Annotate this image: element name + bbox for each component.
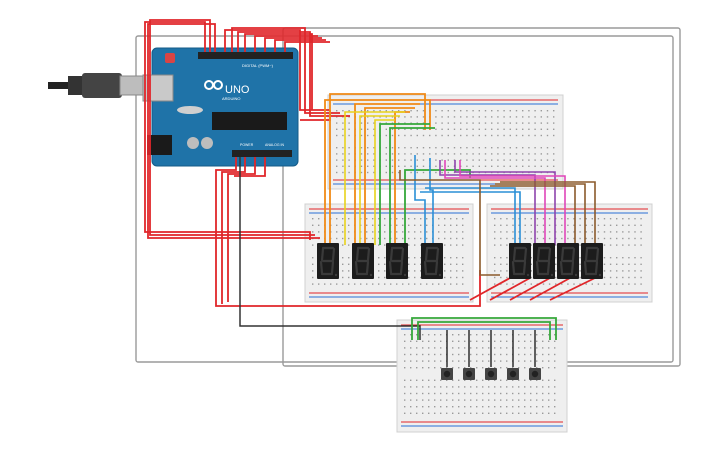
seven-segment-digit-left-4 — [421, 243, 443, 279]
seven-segment-digit-left-2 — [352, 243, 374, 279]
analog-header — [232, 150, 292, 157]
seven-segment-digit-right-3 — [557, 243, 579, 279]
digital-header-label: DIGITAL (PWM~) — [242, 63, 274, 68]
reset-button — [165, 53, 175, 63]
purple-pink-wires — [439, 160, 566, 245]
seven-segment-digit-right-1 — [509, 243, 531, 279]
infinity-logo-icon — [204, 80, 223, 90]
digital-header — [198, 52, 293, 59]
push-button-5[interactable] — [529, 330, 541, 380]
green-wires — [379, 123, 557, 340]
push-button-group — [441, 330, 541, 380]
black-ground-wire — [239, 157, 421, 340]
uno-logo-text: UNO — [225, 84, 250, 96]
arduino-uno-board[interactable]: UNO ARDUINO DIGITAL (PWM~) POWER ANALOG … — [142, 47, 299, 167]
arduino-brand-text: ARDUINO — [222, 96, 240, 101]
seven-segment-digit-right-4 — [581, 243, 603, 279]
seven-segment-group-right — [509, 243, 603, 279]
seven-segment-group-left — [317, 243, 443, 279]
breadboard-bottom — [396, 319, 568, 433]
atmega-chip — [212, 112, 287, 130]
usb-cable — [48, 73, 155, 98]
push-button-1[interactable] — [441, 330, 453, 380]
push-button-3[interactable] — [485, 330, 497, 380]
push-button-4[interactable] — [507, 330, 519, 380]
brown-wires — [399, 170, 596, 276]
red-power-wires — [144, 19, 596, 307]
seven-segment-digit-right-2 — [533, 243, 555, 279]
blue-wires — [414, 155, 521, 245]
crystal — [177, 106, 203, 114]
power-label: POWER — [240, 143, 254, 147]
seven-segment-digit-left-1 — [317, 243, 339, 279]
push-button-2[interactable] — [463, 330, 475, 380]
seven-segment-digit-left-3 — [386, 243, 408, 279]
power-jack — [147, 135, 172, 155]
analog-label: ANALOG IN — [265, 143, 285, 147]
yellow-segment-wires — [344, 111, 405, 245]
